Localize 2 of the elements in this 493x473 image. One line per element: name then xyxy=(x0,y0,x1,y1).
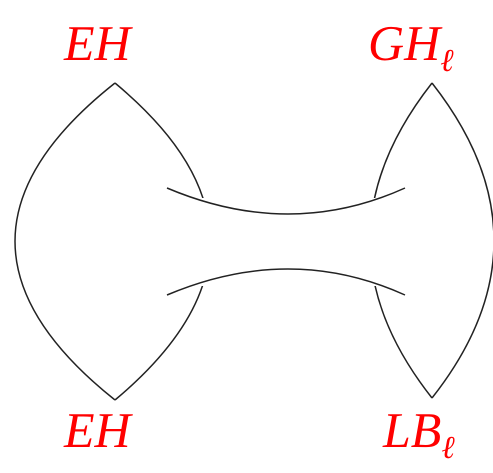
point-label: EH xyxy=(64,405,131,455)
point-label: EH xyxy=(64,18,131,68)
